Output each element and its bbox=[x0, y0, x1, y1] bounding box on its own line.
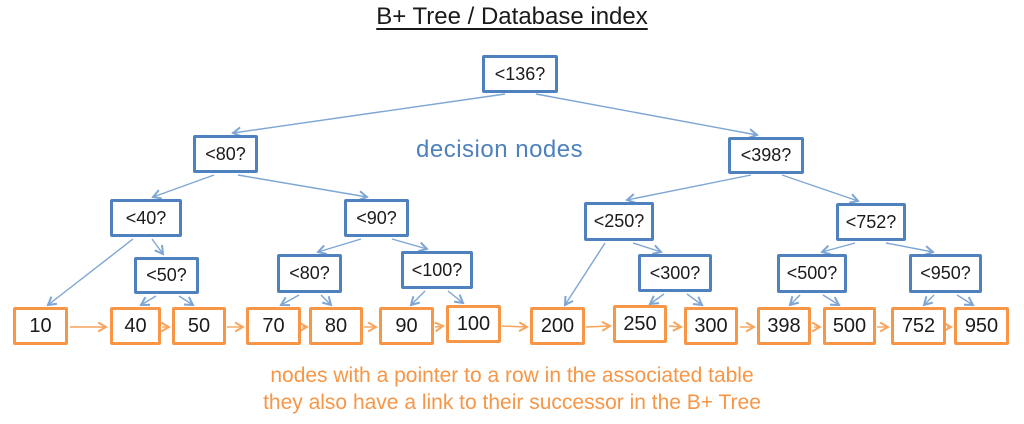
leaf-node-250: 250 bbox=[613, 305, 667, 343]
decision-node-80b: <80? bbox=[277, 254, 342, 293]
leaf-node-90: 90 bbox=[379, 307, 434, 345]
edge-80-90 bbox=[237, 174, 367, 197]
decision-node-100: <100? bbox=[401, 251, 473, 289]
decision-node-752: <752? bbox=[836, 203, 906, 241]
leaf-node-500: 500 bbox=[823, 307, 876, 345]
decision-node-80: <80? bbox=[193, 135, 258, 173]
edge-40-leaf10 bbox=[48, 238, 134, 305]
edge-80b-leaf80 bbox=[320, 294, 331, 305]
tree-edges bbox=[48, 93, 973, 305]
chain-250-300 bbox=[668, 326, 681, 327]
edge-40-50 bbox=[151, 238, 163, 254]
decision-node-90: <90? bbox=[344, 199, 409, 237]
decision-node-300: <300? bbox=[638, 254, 712, 292]
decision-node-40: <40? bbox=[110, 199, 182, 237]
decision-node-136: <136? bbox=[482, 55, 558, 93]
edge-250-leaf200 bbox=[565, 242, 606, 305]
leaf-node-950: 950 bbox=[954, 307, 1009, 345]
decision-node-50: <50? bbox=[134, 257, 199, 294]
decision-node-950: <950? bbox=[909, 254, 982, 293]
leaf-note-line2: they also have a link to their successor… bbox=[263, 391, 761, 414]
edge-300-leaf300 bbox=[686, 293, 702, 305]
edge-752-500 bbox=[822, 242, 856, 252]
edge-250-300 bbox=[632, 242, 661, 252]
edge-80b-leaf70 bbox=[281, 294, 300, 305]
leaf-note: nodes with a pointer to a row in the ass… bbox=[0, 362, 1024, 416]
decision-nodes-caption: decision nodes bbox=[416, 136, 584, 163]
edge-100-leaf100 bbox=[447, 290, 463, 303]
chain-100-200 bbox=[501, 326, 527, 327]
leaf-note-line1: nodes with a pointer to a row in the ass… bbox=[270, 364, 754, 387]
edge-500-leaf500 bbox=[822, 294, 839, 305]
leaf-node-40: 40 bbox=[110, 307, 161, 345]
edge-80-40 bbox=[153, 174, 215, 197]
leaf-node-10: 10 bbox=[13, 307, 68, 345]
leaf-node-70: 70 bbox=[246, 307, 301, 345]
diagram-title: B+ Tree / Database index bbox=[376, 3, 648, 30]
edge-500-leaf398 bbox=[790, 294, 801, 305]
edge-398-752 bbox=[781, 174, 858, 201]
leaf-node-300: 300 bbox=[684, 307, 738, 345]
edge-398-250 bbox=[627, 174, 752, 200]
leaf-node-100: 100 bbox=[446, 305, 501, 343]
edge-950-leaf752 bbox=[924, 294, 935, 305]
edge-136-398 bbox=[535, 93, 757, 135]
decision-node-398: <398? bbox=[728, 137, 804, 174]
leaf-node-80: 80 bbox=[309, 307, 363, 345]
decision-node-500: <500? bbox=[777, 254, 847, 293]
leaf-node-398: 398 bbox=[757, 307, 811, 345]
edge-90-100 bbox=[391, 238, 427, 249]
edge-90-80b bbox=[318, 238, 362, 252]
edge-100-leaf90 bbox=[411, 290, 426, 305]
edge-950-leaf950 bbox=[956, 294, 973, 305]
edge-50-leaf50 bbox=[178, 295, 193, 305]
leaf-chain-arrows bbox=[70, 326, 951, 327]
edge-50-leaf40 bbox=[141, 295, 157, 305]
chain-200-250 bbox=[585, 326, 610, 327]
chain-90-100 bbox=[435, 326, 443, 327]
decision-node-250: <250? bbox=[584, 202, 654, 241]
edge-136-80 bbox=[233, 93, 506, 133]
edge-752-950 bbox=[885, 242, 933, 252]
leaf-node-752: 752 bbox=[891, 307, 946, 345]
leaf-node-200: 200 bbox=[530, 307, 585, 345]
leaf-node-50: 50 bbox=[172, 307, 226, 345]
edge-300-leaf250 bbox=[650, 293, 665, 304]
